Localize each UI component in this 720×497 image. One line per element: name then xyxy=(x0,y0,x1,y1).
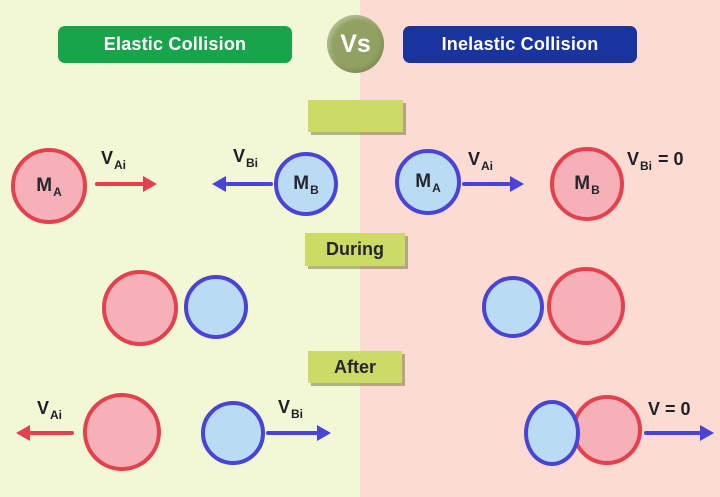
stage-box-after: After xyxy=(308,351,402,383)
vs-label: Vs xyxy=(340,29,371,58)
inelastic-before-vai-label: VAi xyxy=(468,149,494,173)
elastic-before-vbi-label: VBi xyxy=(233,146,259,170)
elastic-before-mass-b-circle: MB xyxy=(274,152,338,216)
elastic-during-mass-b-circle xyxy=(184,275,248,339)
inelastic-collision-title: Inelastic Collision xyxy=(441,34,599,54)
elastic-panel-background xyxy=(0,0,360,497)
inelastic-after-v-arrow-right-icon xyxy=(644,425,714,441)
elastic-before-vai-arrow-right-icon xyxy=(95,176,157,192)
elastic-after-vai-arrow-left-icon xyxy=(16,425,74,441)
elastic-after-vbi-label: VBi xyxy=(278,397,304,421)
inelastic-during-mass-a-circle xyxy=(482,276,544,338)
mass-b-label: MB xyxy=(293,173,319,197)
inelastic-before-mass-a-circle: MA xyxy=(395,149,461,215)
mass-a-label: MA xyxy=(415,171,441,195)
inelastic-after-v-zero-label: V = 0 xyxy=(648,399,691,419)
elastic-collision-title: Elastic Collision xyxy=(103,34,247,54)
elastic-after-vai-label: VAi xyxy=(37,398,63,422)
elastic-after-vbi-arrow-right-icon xyxy=(266,425,331,441)
mass-a-label: MA xyxy=(36,175,62,199)
elastic-during-mass-a-circle xyxy=(102,270,178,346)
inelastic-after-mass-a-circle xyxy=(524,400,580,466)
elastic-after-mass-b-circle xyxy=(201,401,265,465)
inelastic-during-mass-b-circle xyxy=(547,267,625,345)
inelastic-collision-banner: Inelastic Collision xyxy=(403,26,637,63)
inelastic-after-mass-b-circle xyxy=(572,395,642,465)
inelastic-before-vai-arrow-right-icon xyxy=(462,176,524,192)
stage-box-before xyxy=(308,100,403,132)
stage-label-after: After xyxy=(333,356,376,377)
stage-label-during: During xyxy=(326,239,384,259)
vs-badge: Vs xyxy=(327,15,384,73)
elastic-after-mass-a-circle xyxy=(83,393,161,471)
elastic-before-vai-label: VAi xyxy=(101,148,127,172)
elastic-collision-banner: Elastic Collision xyxy=(58,26,292,63)
elastic-before-mass-a-circle: MA xyxy=(11,148,87,224)
stage-box-during: During xyxy=(305,233,405,266)
inelastic-before-mass-b-circle: MB xyxy=(550,147,624,221)
mass-b-label: MB xyxy=(574,173,600,197)
elastic-before-vbi-arrow-left-icon xyxy=(212,176,273,192)
inelastic-before-vbi-zero-label: VBi= 0 xyxy=(627,149,684,173)
